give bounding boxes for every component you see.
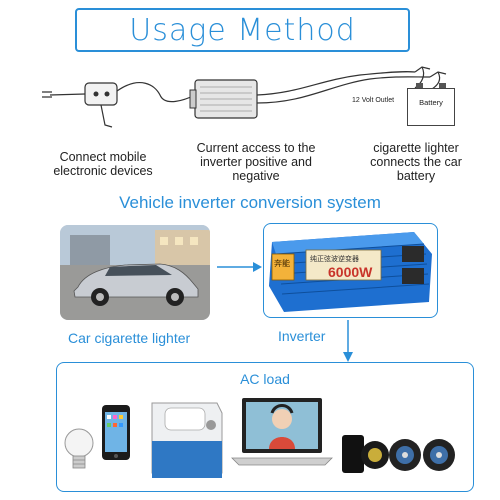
- caption-current: Current access to the inverter positive …: [196, 141, 316, 183]
- inverter-image: [269, 232, 432, 312]
- ac-load-box: AC load: [56, 362, 474, 492]
- caption-connect: Connect mobile electronic devices: [53, 150, 153, 178]
- page-title: Usage Method: [75, 8, 410, 52]
- battery-icon: Battery: [407, 83, 455, 126]
- inverter-label: Inverter: [278, 328, 326, 344]
- outlet-label: 12 Volt Outlet: [352, 97, 395, 104]
- mini-fridge-icon: [151, 402, 223, 478]
- system-title: Vehicle inverter conversion system: [119, 193, 381, 212]
- speaker-icon: [342, 435, 455, 473]
- battery-label: Battery: [419, 98, 443, 107]
- caption-lighter: cigarette lighter connects the car batte…: [370, 141, 462, 183]
- inverter-power: 6000W: [328, 264, 373, 280]
- inverter-subtitle: 纯正弦波逆变器: [310, 256, 359, 263]
- inverter-icon: [189, 79, 258, 119]
- power-plug-icon: [42, 82, 118, 128]
- arrow-right-icon: [217, 262, 262, 272]
- wiring-diagram: [42, 66, 447, 128]
- ac-load-label: AC load: [240, 371, 290, 387]
- phone-icon: [102, 405, 130, 460]
- inverter-frame: 奔能 纯正弦波逆变器 6000W: [263, 223, 438, 318]
- car-lighter-label: Car cigarette lighter: [68, 330, 191, 346]
- laptop-icon: [231, 398, 333, 466]
- ac-devices: [64, 398, 455, 478]
- arrow-down-icon: [343, 320, 353, 362]
- inverter-brand: 奔能: [274, 259, 290, 268]
- light-bulb-icon: [64, 428, 94, 469]
- car-photo: [60, 225, 210, 320]
